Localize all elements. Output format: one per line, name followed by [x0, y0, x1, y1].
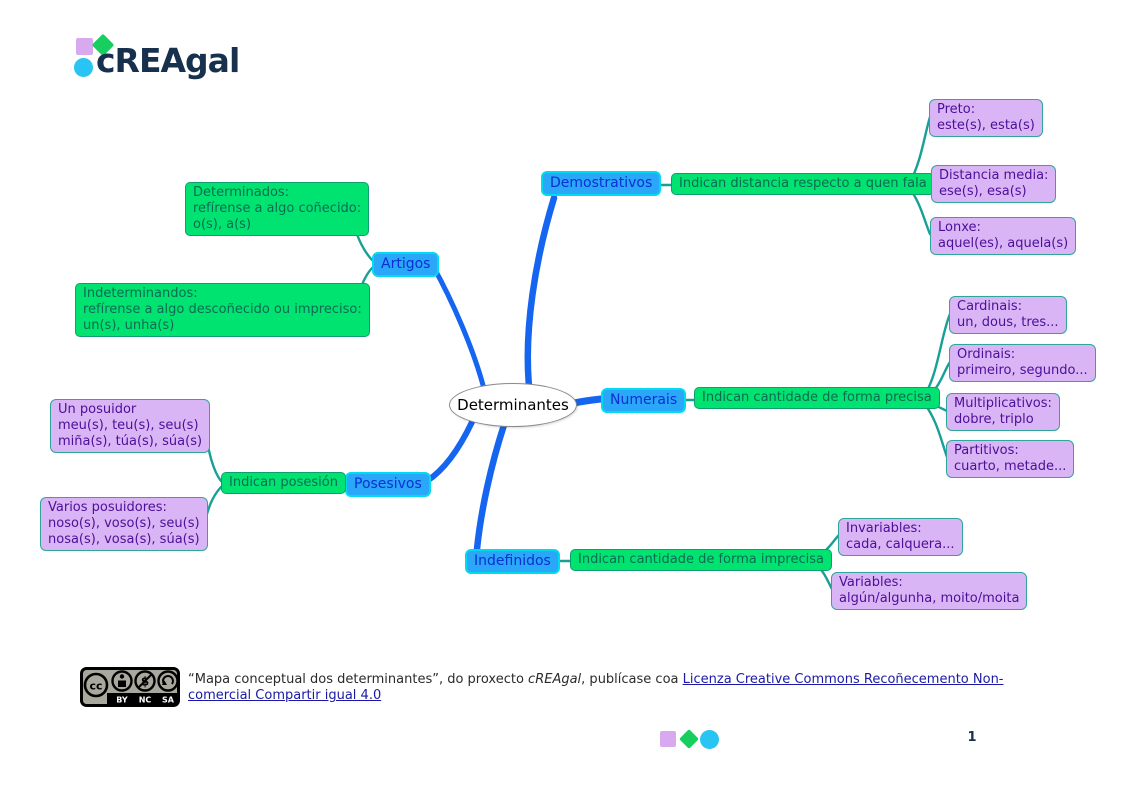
link-root-posesivos	[424, 419, 475, 484]
link-root-indefinidos	[473, 421, 508, 553]
node-indeterminandos: Indeterminandos: refírense a algo descoñ…	[75, 283, 370, 337]
node-multiplicativos: Multiplicativos: dobre, triplo	[946, 393, 1060, 431]
node-distancia-media: Distancia media: ese(s), esa(s)	[931, 165, 1057, 203]
license-project-name: cREAgal	[528, 672, 582, 687]
node-posesivos: Posesivos	[345, 472, 431, 498]
link-root-numerais	[570, 395, 605, 407]
node-posesivos-desc: Indican posesión	[221, 472, 346, 494]
cc-badge-icon: cc $ BY NC SA	[80, 667, 180, 707]
cc-license-badge: cc $ BY NC SA	[80, 667, 180, 711]
license-prefix: “Mapa conceptual dos determinantes”, do …	[188, 672, 529, 687]
node-determinados: Determinados: refírense a algo coñecido:…	[185, 182, 370, 236]
node-ordinais: Ordinais: primeiro, segundo...	[949, 344, 1096, 382]
node-lonxe: Lonxe: aquel(es), aquela(s)	[930, 217, 1077, 255]
footer-logo-shapes	[660, 729, 730, 750]
node-indefinidos-desc: Indican cantidade de forma imprecisa	[570, 549, 832, 571]
page-number: 1	[967, 730, 977, 745]
logo: cREAgal	[74, 33, 314, 90]
node-preto: Preto: este(s), esta(s)	[929, 99, 1043, 137]
node-numerais-desc: Indican cantidade de forma precisa	[694, 387, 940, 409]
logo-circle-icon	[74, 58, 93, 77]
footer-square-icon	[660, 731, 676, 747]
node-numerais: Numerais	[601, 388, 687, 414]
node-demostrativos-desc: Indican distancia respecto a quen fala	[671, 173, 935, 195]
logo-square-icon	[76, 38, 93, 55]
svg-text:cc: cc	[89, 680, 102, 693]
link-desc-partitivos	[922, 401, 949, 459]
node-artigos: Artigos	[372, 252, 440, 278]
logo-text: cREAgal	[96, 41, 240, 80]
link-root-artigos	[430, 263, 487, 392]
root-node-determinantes: Determinantes	[449, 383, 577, 427]
link-desc-cardinais	[922, 312, 952, 398]
link-desc-lonxe	[908, 187, 932, 236]
node-invariables: Invariables: cada, calquera...	[838, 518, 963, 556]
svg-text:SA: SA	[162, 696, 175, 705]
license-mid: , publícase coa	[581, 672, 683, 687]
license-text: “Mapa conceptual dos determinantes”, do …	[188, 672, 1033, 705]
node-demostrativos: Demostrativos	[541, 171, 662, 197]
node-variables: Variables: algún/algunha, moito/moita	[831, 572, 1028, 610]
svg-text:BY: BY	[116, 696, 128, 705]
node-un-posuidor: Un posuidor meu(s), teu(s), seu(s) miña(…	[50, 399, 211, 453]
footer-circle-icon	[700, 730, 719, 749]
svg-text:NC: NC	[139, 696, 152, 705]
license-link[interactable]: Licenza Creative Commons Recoñecemento N…	[188, 672, 1004, 704]
node-cardinais: Cardinais: un, dous, tres...	[949, 296, 1067, 334]
link-root-demostrativos	[524, 194, 558, 390]
node-partitivos: Partitivos: cuarto, metade...	[946, 440, 1075, 478]
node-indefinidos: Indefinidos	[465, 549, 560, 575]
node-varios-posuidores: Varios posuidores: noso(s), voso(s), seu…	[40, 497, 208, 551]
footer-diamond-icon	[679, 729, 699, 749]
